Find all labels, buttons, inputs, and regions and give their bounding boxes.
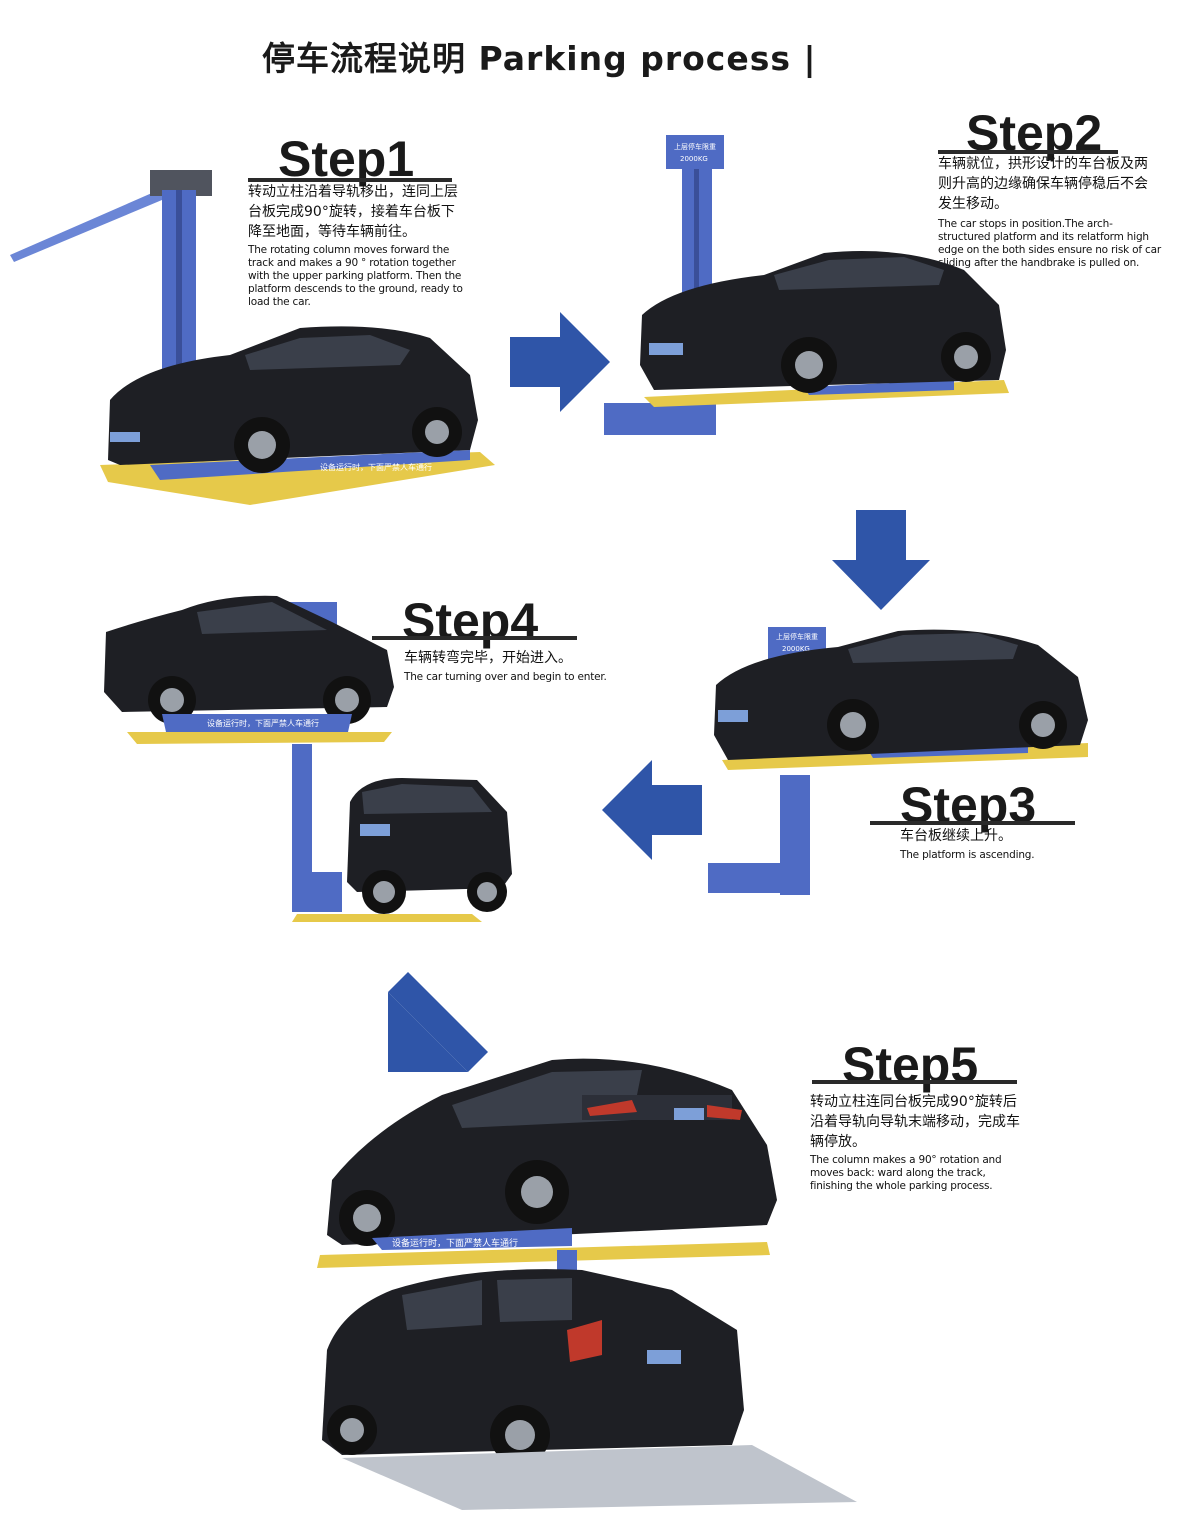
step5-platform-warning: 设备运行时，下面严禁人车通行 bbox=[392, 1237, 518, 1249]
step2-illustration: 上层停车限重 2000KG bbox=[604, 135, 1009, 435]
step4-underline bbox=[372, 636, 577, 640]
step3-weight-label: 2000KG bbox=[782, 645, 810, 653]
step1-platform-warning: 设备运行时，下面严禁人车通行 bbox=[320, 462, 432, 472]
step4-platform-warning: 设备运行时，下面严禁人车通行 bbox=[207, 718, 319, 728]
page-title: 停车流程说明 Parking process | bbox=[262, 39, 817, 78]
step3-underline bbox=[870, 821, 1075, 825]
step2-weight-label: 2000KG bbox=[680, 155, 708, 163]
step2-chinese-text: 车辆就位，拱形设计的车台板及两则升高的边缘确保车辆停稳后不会发生移动。 bbox=[938, 156, 1148, 212]
step4-illustration: 设备运行时，下面严禁人车通行 bbox=[104, 595, 512, 922]
step3-illustration: 上层停车限重 2000KG bbox=[708, 627, 1088, 895]
step4-english-text: The car turning over and begin to enter. bbox=[404, 671, 607, 683]
step5-english-text: The column makes a 90° rotation and move… bbox=[810, 1154, 1002, 1192]
step3-chinese-text: 车台板继续上升。 bbox=[900, 828, 1012, 844]
step1-chinese-text: 转动立柱沿着导轨移出，连同上层台板完成90°旋转，接着车台板下降至地面，等待车辆… bbox=[248, 184, 458, 240]
step5-chinese-text: 转动立柱连同台板完成90°旋转后沿着导轨向导轨末端移动，完成车辆停放。 bbox=[810, 1094, 1020, 1150]
step4-chinese-text: 车辆转弯完毕，开始进入。 bbox=[404, 650, 572, 666]
step2-column-sign: 上层停车限重 bbox=[674, 142, 716, 151]
step1-heading: Step1 bbox=[278, 131, 415, 187]
step1-english-text: The rotating column moves forward the tr… bbox=[248, 244, 463, 308]
step2-english-text: The car stops in position.The arch-struc… bbox=[938, 218, 1161, 269]
arrow-right-icon bbox=[510, 312, 610, 412]
step2-underline bbox=[938, 150, 1118, 154]
step5-underline bbox=[812, 1080, 1017, 1084]
step1-underline bbox=[248, 178, 452, 182]
arrow-down-icon bbox=[832, 510, 930, 610]
arrow-down-left-icon bbox=[388, 972, 488, 1072]
step3-english-text: The platform is ascending. bbox=[900, 849, 1035, 861]
step1-illustration: 设备运行时，下面严禁人车通行 bbox=[10, 170, 495, 505]
step2-heading: Step2 bbox=[966, 105, 1103, 161]
arrow-left-icon bbox=[602, 760, 702, 860]
step5-illustration: 设备运行时，下面严禁人车通行 bbox=[317, 1058, 857, 1510]
step3-column-sign: 上层停车限重 bbox=[776, 632, 818, 641]
